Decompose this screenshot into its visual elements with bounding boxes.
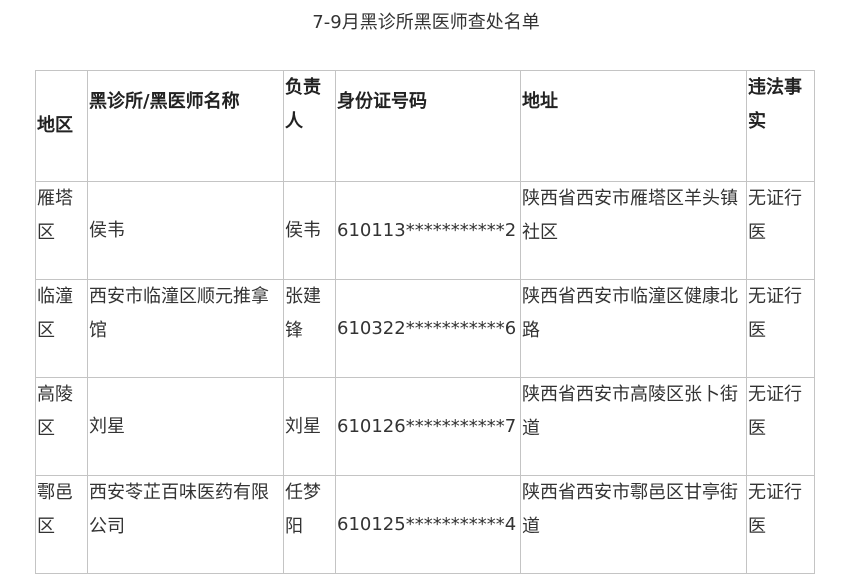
cell-violation: 无证行医 <box>746 475 815 574</box>
header-id-number: 身份证号码 <box>335 70 521 182</box>
cell-region: 鄠邑区 <box>35 475 88 574</box>
header-region: 地区 <box>35 70 88 182</box>
cell-clinic-name: 侯韦 <box>87 181 284 280</box>
cell-id-number: 610322***********6 <box>335 279 521 378</box>
header-address: 地址 <box>520 70 747 182</box>
header-person: 负责人 <box>283 70 336 182</box>
cell-address: 陕西省西安市雁塔区羊头镇社区 <box>520 181 747 280</box>
cell-id-number: 610125***********4 <box>335 475 521 574</box>
header-clinic-name: 黑诊所/黑医师名称 <box>87 70 284 182</box>
page-title: 7-9月黑诊所黑医师查处名单 <box>312 12 540 33</box>
cell-region: 高陵区 <box>35 377 88 476</box>
cell-person: 刘星 <box>283 377 336 476</box>
cell-id-number: 610126***********7 <box>335 377 521 476</box>
cell-person: 张建锋 <box>283 279 336 378</box>
cell-region: 临潼区 <box>35 279 88 378</box>
cell-id-number: 610113***********2 <box>335 181 521 280</box>
cell-violation: 无证行医 <box>746 181 815 280</box>
cell-person: 任梦阳 <box>283 475 336 574</box>
cell-address: 陕西省西安市鄠邑区甘亭街道 <box>520 475 747 574</box>
cell-violation: 无证行医 <box>746 377 815 476</box>
cell-address: 陕西省西安市临潼区健康北路 <box>520 279 747 378</box>
cell-clinic-name: 西安苓芷百味医药有限公司 <box>87 475 284 574</box>
table-header-row: 地区 黑诊所/黑医师名称 负责人 身份证号码 地址 违法事实 <box>35 70 815 182</box>
cell-clinic-name: 西安市临潼区顺元推拿馆 <box>87 279 284 378</box>
cell-region: 雁塔区 <box>35 181 88 280</box>
cell-person: 侯韦 <box>283 181 336 280</box>
cell-clinic-name: 刘星 <box>87 377 284 476</box>
header-violation: 违法事实 <box>746 70 815 182</box>
cell-address: 陕西省西安市高陵区张卜街道 <box>520 377 747 476</box>
cell-violation: 无证行医 <box>746 279 815 378</box>
